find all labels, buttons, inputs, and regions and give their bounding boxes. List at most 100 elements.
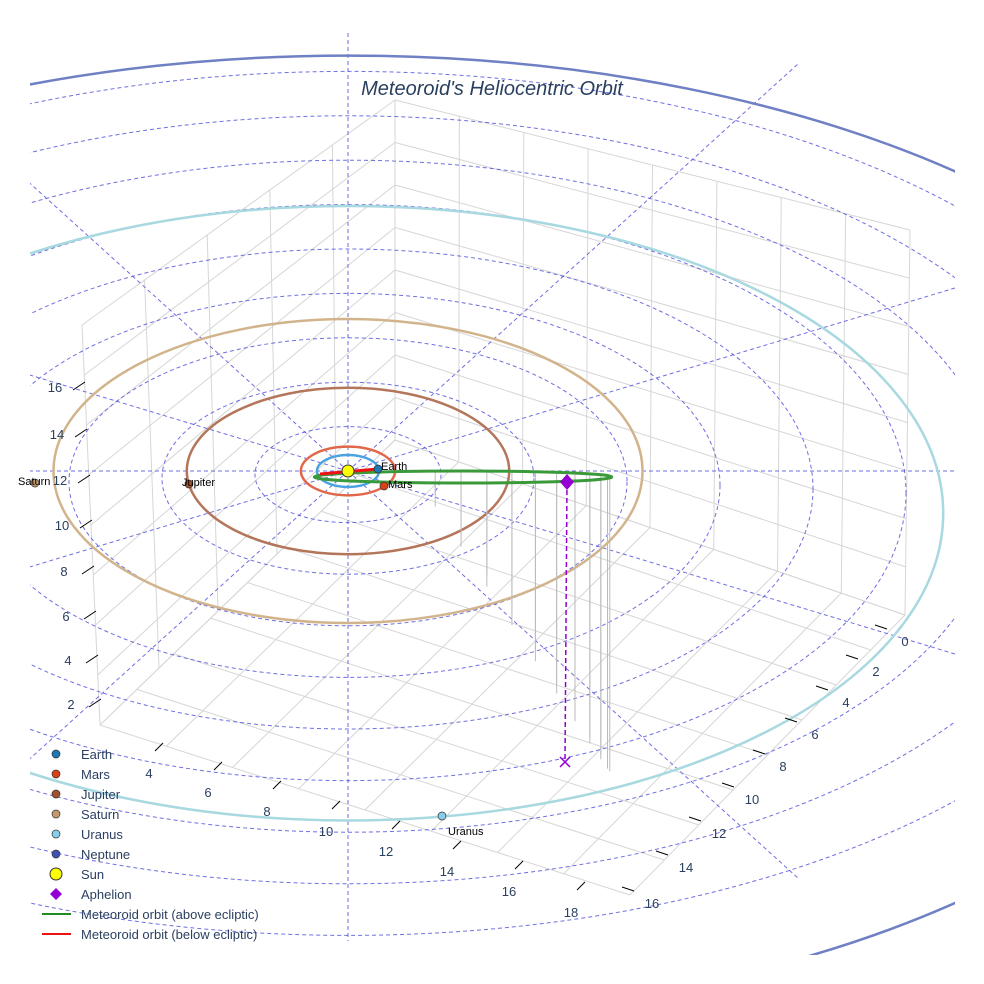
- reference-ring: [68, 337, 628, 627]
- tick-mark: [576, 881, 586, 891]
- y-tick-label: 6: [811, 727, 818, 742]
- sun-marker: [341, 464, 355, 478]
- legend-item-label[interactable]: Jupiter: [81, 787, 121, 802]
- y-tick-label: 2: [872, 664, 879, 679]
- aphelion-drop-line: [564, 481, 568, 763]
- z-tick-label: 8: [60, 564, 67, 579]
- grid-line: [357, 475, 871, 651]
- legend[interactable]: EarthMarsJupiterSaturnUranusNeptuneSunAp…: [42, 747, 259, 942]
- z-tick-label: 4: [64, 653, 71, 668]
- x-tick-label: 16: [502, 884, 516, 899]
- aphelion-diamond-icon: [560, 474, 574, 490]
- grid-line: [394, 184, 909, 327]
- orbit-uranus: [30, 204, 945, 822]
- planet-label: Earth: [381, 461, 407, 473]
- z-tick-label: 10: [55, 518, 69, 533]
- reference-ring: [30, 71, 955, 936]
- axis-box-grid: [81, 99, 911, 896]
- legend-marker: [51, 809, 61, 819]
- meteoroid-orbit: [312, 467, 614, 772]
- grid-line: [394, 312, 908, 472]
- tick-mark: [77, 474, 91, 484]
- x-tick-label: 10: [319, 824, 333, 839]
- grid-line: [90, 269, 396, 526]
- grid-line: [86, 184, 396, 426]
- tick-mark: [874, 624, 888, 630]
- legend-marker: [51, 849, 61, 859]
- legend-item-label[interactable]: Meteoroid orbit (above ecliptic): [81, 907, 259, 922]
- reference-ring: [30, 115, 955, 885]
- planet-label: Jupiter: [182, 477, 215, 489]
- reference-ring: [30, 204, 907, 782]
- reference-radial: [347, 470, 955, 655]
- planet-orbits: [30, 54, 955, 955]
- orbit-saturn: [52, 317, 644, 625]
- legend-item-label[interactable]: Uranus: [81, 827, 123, 842]
- grid-line: [247, 582, 768, 756]
- orbit-neptune: [30, 54, 955, 955]
- planet-jupiter-marker: [184, 479, 194, 489]
- grid-line: [394, 269, 908, 423]
- legend-item-label[interactable]: Saturn: [81, 807, 119, 822]
- grid-line: [83, 142, 396, 376]
- legend-item-label[interactable]: Meteoroid orbit (below ecliptic): [81, 927, 257, 942]
- reference-ring: [30, 292, 721, 678]
- y-tick-label: 10: [745, 792, 759, 807]
- tick-mark: [88, 698, 102, 708]
- x-tick-label: 14: [440, 864, 454, 879]
- y-tick-label: 0: [901, 634, 908, 649]
- tick-mark: [815, 685, 829, 691]
- tick-mark: [621, 886, 635, 892]
- y-tick-label: 4: [842, 695, 849, 710]
- tick-mark: [213, 761, 223, 771]
- tick-mark: [79, 519, 93, 529]
- legend-item-label[interactable]: Sun: [81, 867, 104, 882]
- y-tick-label: 16: [645, 896, 659, 911]
- z-tick-label: 16: [48, 380, 62, 395]
- x-tick-label: 12: [379, 844, 393, 859]
- legend-marker: [51, 769, 61, 779]
- reference-radial: [30, 374, 349, 472]
- grid-line: [284, 546, 803, 721]
- legend-marker: [51, 829, 61, 839]
- tick-mark: [391, 820, 401, 830]
- planet-earth-marker: [373, 464, 383, 474]
- tick-mark: [688, 816, 702, 822]
- x-tick-label: 18: [564, 905, 578, 920]
- reference-ring: [30, 248, 814, 730]
- grid-line: [99, 724, 631, 896]
- reference-ring: [30, 159, 955, 833]
- tick-mark: [74, 428, 88, 438]
- planet-uranus-marker: [437, 811, 447, 821]
- legend-marker: [51, 749, 61, 759]
- x-tick-label: 6: [204, 785, 211, 800]
- grid-line: [321, 510, 837, 686]
- x-tick-label: 4: [145, 766, 152, 781]
- tick-mark: [784, 717, 798, 723]
- legend-item-label[interactable]: Mars: [81, 767, 110, 782]
- tick-mark: [331, 800, 341, 810]
- legend-sun-icon: [49, 867, 63, 881]
- grid-line: [394, 439, 906, 616]
- y-tick-label: 12: [712, 826, 726, 841]
- legend-item-label[interactable]: Earth: [81, 747, 112, 762]
- planet-label: Uranus: [448, 826, 484, 838]
- chart-title: Meteoroid's Heliocentric Orbit: [361, 78, 624, 100]
- z-tick-label: 14: [50, 427, 64, 442]
- grid-line: [136, 688, 665, 861]
- planet-saturn-marker: [30, 478, 40, 488]
- tick-mark: [272, 780, 282, 790]
- grid-line: [394, 227, 909, 375]
- reference-radial: [30, 470, 349, 760]
- tick-mark: [83, 610, 97, 620]
- legend-diamond-icon: [50, 888, 62, 900]
- legend-item-label[interactable]: Aphelion: [81, 887, 132, 902]
- grid-line: [394, 142, 910, 279]
- tick-mark: [845, 654, 859, 660]
- y-tick-label: 14: [679, 860, 693, 875]
- tick-mark: [72, 381, 86, 391]
- legend-item-label[interactable]: Neptune: [81, 847, 130, 862]
- tick-mark: [85, 654, 99, 664]
- reference-radial: [347, 470, 799, 879]
